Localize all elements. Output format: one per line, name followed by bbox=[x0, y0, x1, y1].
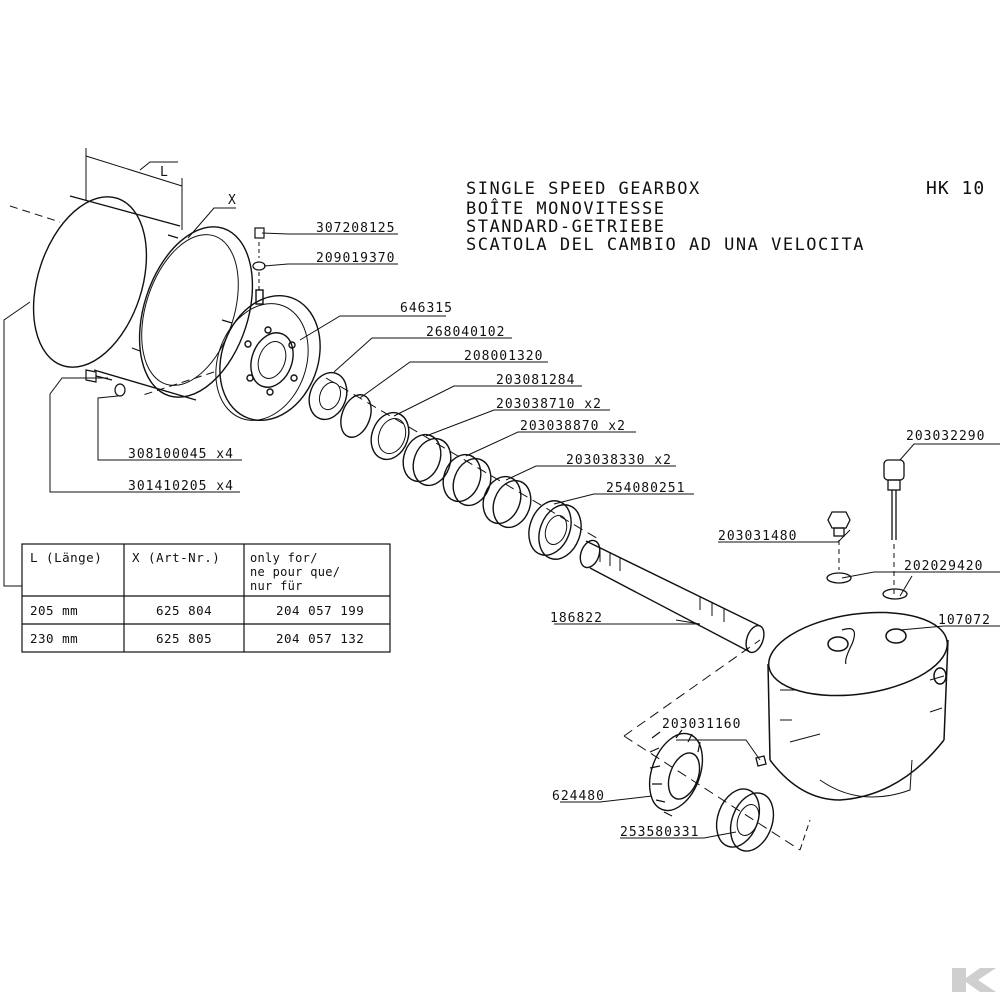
part-label-bolt-washer: 301410205 x4 bbox=[128, 479, 234, 494]
part-label-shaft: 186822 bbox=[550, 611, 603, 626]
part-label-bearing: 254080251 bbox=[606, 481, 685, 496]
dimension-l-label: L bbox=[160, 165, 168, 180]
table-cell-length: 205 mm bbox=[30, 603, 78, 618]
part-label-shim-c: 203038330 x2 bbox=[566, 453, 672, 468]
part-label-pinion-bearing: 253580331 bbox=[620, 825, 699, 840]
table-header-length: L (Länge) bbox=[30, 550, 102, 565]
leader-lines bbox=[49, 232, 1000, 839]
title-line-fr: BOÎTE MONOVITESSE bbox=[466, 197, 666, 219]
flange-part bbox=[139, 289, 601, 541]
table-cell-only-for: 204 057 199 bbox=[276, 603, 364, 618]
guard-tube bbox=[3, 148, 254, 587]
table-header-only-for-en: only for/ bbox=[250, 551, 318, 565]
table-cell-only-for: 204 057 132 bbox=[276, 631, 364, 646]
title-line-en: SINGLE SPEED GEARBOX bbox=[466, 179, 701, 199]
part-label-washer: 209019370 bbox=[316, 251, 395, 266]
part-label-shim-a: 203038710 x2 bbox=[496, 397, 602, 412]
part-label-ring: 203081284 bbox=[496, 373, 575, 388]
brand-logo bbox=[952, 968, 996, 992]
variant-table: L (Länge) X (Art-Nr.) only for/ ne pour … bbox=[21, 543, 391, 653]
part-label-housing: 107072 bbox=[938, 613, 991, 628]
part-label-nut: 307208125 bbox=[316, 221, 395, 236]
part-label-plug: 203031480 bbox=[718, 529, 797, 544]
title-line-de: STANDARD-GETRIEBE bbox=[466, 217, 666, 237]
part-label-shim-b: 203038870 x2 bbox=[520, 419, 626, 434]
model-label: HK 10 bbox=[926, 178, 985, 199]
part-label-flange: 646315 bbox=[400, 301, 453, 316]
table-cell-length: 230 mm bbox=[30, 631, 78, 646]
table-header-only-for-de: nur für bbox=[250, 579, 303, 593]
gearbox-housing bbox=[623, 611, 949, 851]
title-block: SINGLE SPEED GEARBOX BOÎTE MONOVITESSE S… bbox=[466, 178, 985, 255]
title-line-it: SCATOLA DEL CAMBIO AD UNA VELOCITA bbox=[466, 235, 865, 255]
part-label-o-ring: 202029420 bbox=[904, 559, 983, 574]
part-label-breather: 203032290 bbox=[906, 429, 985, 444]
nut-and-washer bbox=[252, 227, 266, 290]
dimension-x-label: X bbox=[228, 193, 236, 208]
shaft-part bbox=[579, 539, 765, 654]
table-header-article: X (Art-Nr.) bbox=[132, 550, 220, 565]
breather-plug bbox=[755, 459, 908, 767]
part-label-circlip: 208001320 bbox=[464, 349, 543, 364]
part-label-seal: 268040102 bbox=[426, 325, 505, 340]
part-label-screw: 203031160 bbox=[662, 717, 741, 732]
pinion-bearing bbox=[715, 788, 775, 852]
pinion-gear bbox=[648, 729, 704, 817]
table-cell-article: 625 805 bbox=[156, 631, 212, 646]
part-labels: 307208125 209019370 646315 268040102 208… bbox=[128, 221, 991, 840]
part-label-pinion: 624480 bbox=[552, 789, 605, 804]
table-header-only-for-fr: ne pour que/ bbox=[250, 565, 340, 579]
part-label-bolt: 308100045 x4 bbox=[128, 447, 234, 462]
table-cell-article: 625 804 bbox=[156, 603, 212, 618]
